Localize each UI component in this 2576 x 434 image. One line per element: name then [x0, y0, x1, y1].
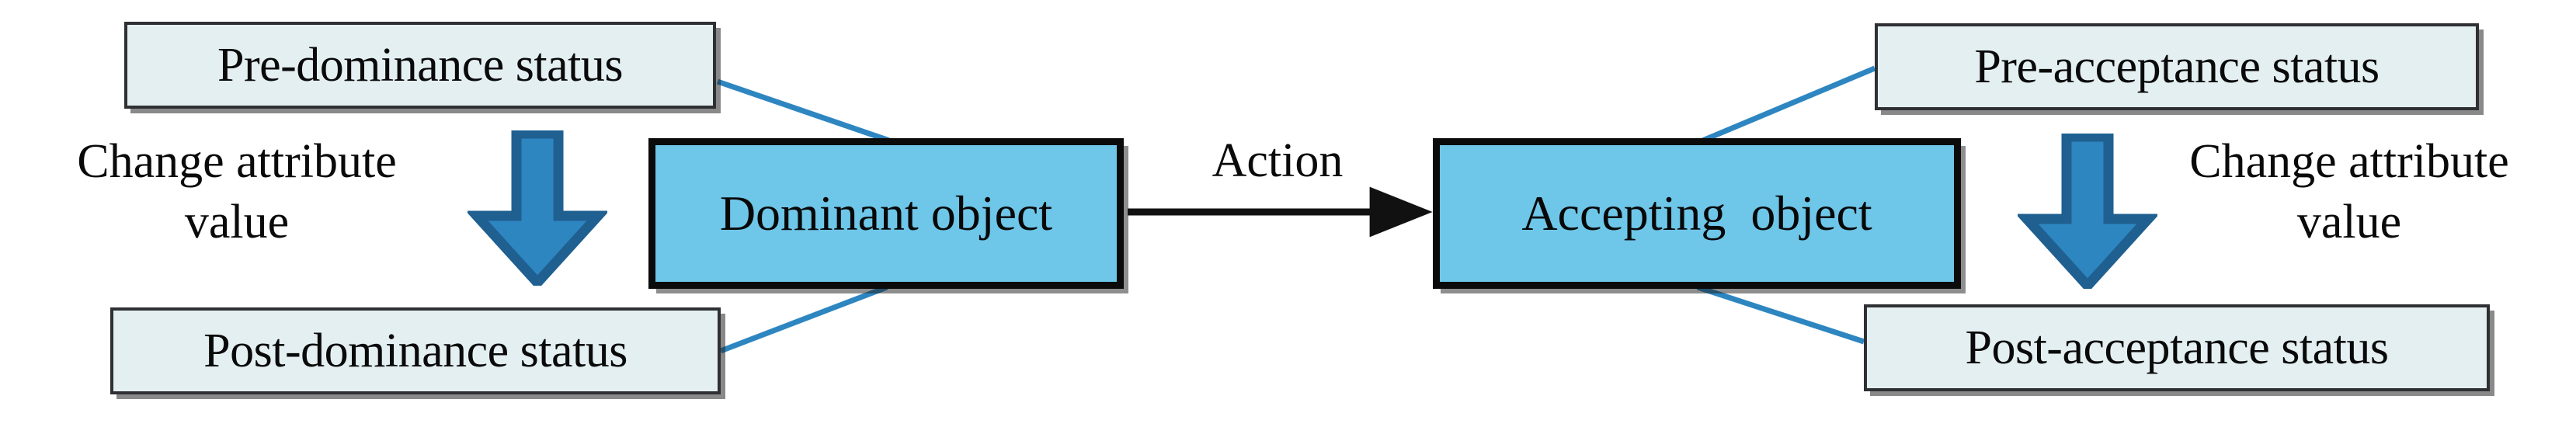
pre-acceptance-status-box[interactable]: Pre-acceptance status	[1875, 23, 2479, 110]
post-acceptance-status-box[interactable]: Post-acceptance status	[1864, 304, 2490, 391]
post-acceptance-status-label: Post-acceptance status	[1965, 321, 2389, 374]
pre-dominance-status-label: Pre-dominance status	[217, 39, 624, 92]
left-change-attribute-caption: Change attribute value	[77, 135, 397, 248]
dominant-object-box[interactable]: Dominant object	[648, 138, 1124, 289]
edge-pre-dominance-to-dominant	[716, 78, 893, 144]
pre-dominance-status-box[interactable]: Pre-dominance status	[124, 22, 716, 109]
right-change-attribute-caption: Change attribute value	[2189, 135, 2509, 248]
dominant-object-label: Dominant object	[719, 186, 1053, 241]
edge-post-acceptance-to-accepting	[1696, 284, 1865, 345]
edge-pre-acceptance-to-accepting	[1699, 65, 1876, 144]
accepting-object-label: Accepting object	[1521, 186, 1872, 241]
right-down-block-arrow-icon	[2018, 134, 2157, 289]
edge-post-dominance-to-dominant	[719, 284, 888, 354]
accepting-object-box[interactable]: Accepting object	[1433, 138, 1961, 289]
pre-acceptance-status-label: Pre-acceptance status	[1974, 40, 2380, 93]
action-label: Action	[1212, 134, 1344, 187]
left-down-block-arrow-icon	[468, 130, 607, 286]
post-dominance-status-box[interactable]: Post-dominance status	[110, 307, 721, 394]
post-dominance-status-label: Post-dominance status	[203, 325, 627, 377]
